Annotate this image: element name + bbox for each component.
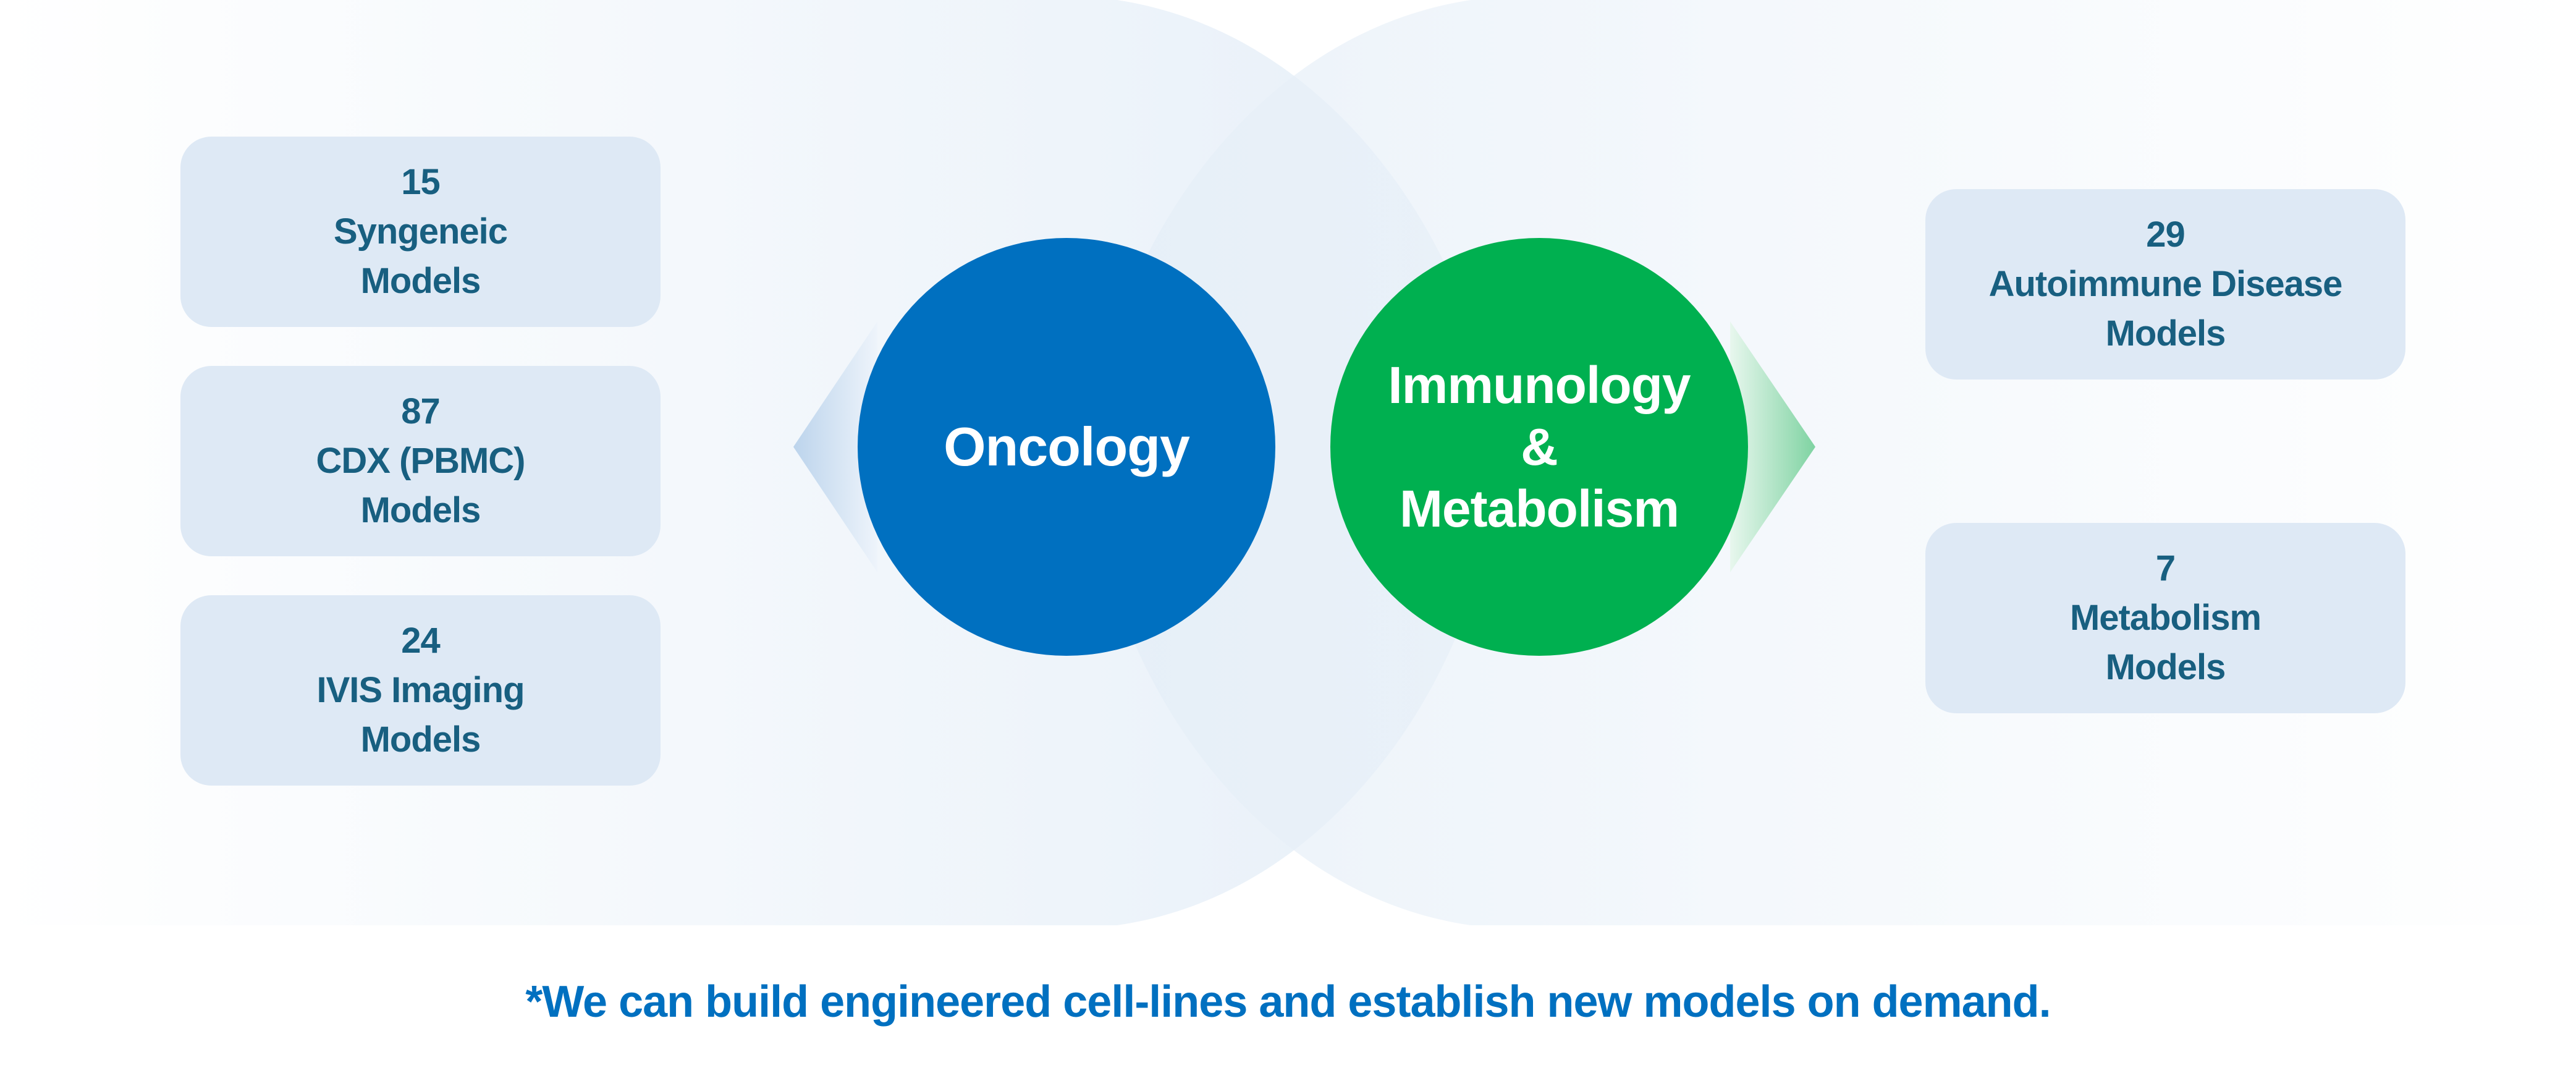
footnote: *We can build engineered cell-lines and …	[525, 977, 2051, 1027]
cdx-models-box: 87 CDX (PBMC) Models	[180, 366, 661, 556]
ampersand-label: &	[1521, 418, 1558, 476]
model-count: 29	[2146, 214, 2185, 255]
model-suffix: Models	[360, 490, 481, 530]
model-name: Syngeneic	[333, 211, 508, 252]
immunology-metabolism-circle: Immunology & Metabolism	[1330, 238, 1748, 656]
model-name: IVIS Imaging	[316, 670, 525, 710]
model-name: Autoimmune Disease	[1988, 264, 2343, 304]
oncology-label: Oncology	[944, 416, 1190, 477]
autoimmune-models-box: 29 Autoimmune Disease Models	[1925, 189, 2405, 380]
model-suffix: Models	[2105, 313, 2226, 354]
right-lens	[1092, 0, 2576, 925]
metabolism-models-box: 7 Metabolism Models	[1925, 523, 2405, 713]
left-arrow	[793, 321, 877, 572]
immunology-label: Immunology	[1388, 356, 1691, 414]
model-count: 87	[401, 391, 441, 431]
right-arrow	[1730, 321, 1815, 572]
model-count: 24	[401, 621, 441, 661]
model-suffix: Models	[360, 261, 481, 301]
model-count: 7	[2155, 548, 2176, 588]
ivis-imaging-models-box: 24 IVIS Imaging Models	[180, 595, 661, 786]
model-name: Metabolism	[2069, 598, 2261, 638]
metabolism-label: Metabolism	[1399, 480, 1679, 538]
model-count: 15	[401, 162, 441, 202]
model-suffix: Models	[360, 719, 481, 760]
oncology-circle: Oncology	[858, 238, 1275, 656]
syngeneic-models-box: 15 Syngeneic Models	[180, 137, 661, 327]
model-suffix: Models	[2105, 647, 2226, 687]
model-name: CDX (PBMC)	[316, 441, 526, 481]
